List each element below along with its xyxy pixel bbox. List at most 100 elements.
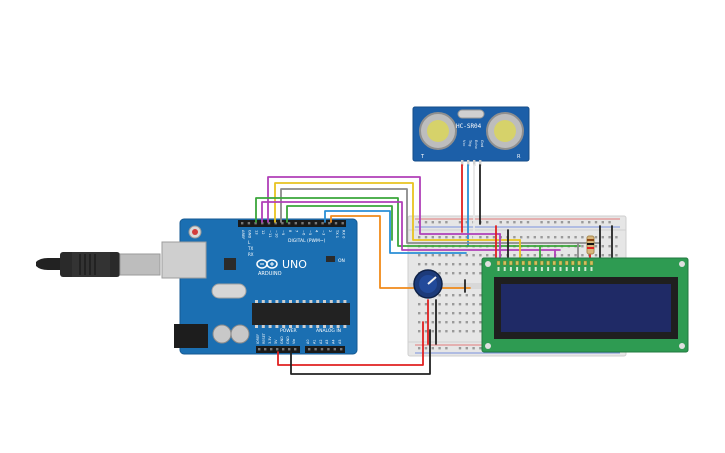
bb-hole <box>438 294 441 297</box>
lcd-pin[interactable] <box>546 260 550 266</box>
power-pin-socket[interactable] <box>282 348 285 351</box>
digital-pin-socket[interactable] <box>321 222 324 225</box>
digital-pin-socket[interactable] <box>281 222 284 225</box>
digital-pin-label: ~3 <box>321 230 325 235</box>
bb-hole <box>445 294 448 297</box>
analog-pin-socket[interactable] <box>314 348 317 351</box>
wire-yellow[interactable] <box>274 182 521 241</box>
sensor-pin[interactable] <box>479 160 482 166</box>
bb-hole <box>452 263 455 266</box>
lcd-pin-mark <box>503 267 506 271</box>
sensor-pin[interactable] <box>473 160 476 166</box>
digital-pin-socket[interactable] <box>254 222 257 225</box>
sensor-pin[interactable] <box>461 160 464 166</box>
wire-purple[interactable] <box>267 176 501 235</box>
l-label: L <box>248 240 251 245</box>
power-pin-label: Vin <box>292 339 296 344</box>
digital-pin-socket[interactable] <box>274 222 277 225</box>
digital-pin-socket[interactable] <box>267 222 271 225</box>
bb-rail-hole <box>465 347 468 350</box>
lcd-pin-mark <box>516 267 519 271</box>
power-pin-socket[interactable] <box>276 348 279 351</box>
lcd-pin[interactable] <box>552 260 556 266</box>
bb-hole <box>458 312 462 315</box>
wire-5v[interactable] <box>277 321 424 366</box>
sensor-model: HC-SR04 <box>456 123 482 130</box>
bb-hole <box>479 330 482 333</box>
lcd-pin[interactable] <box>589 260 594 266</box>
chip-pin <box>316 325 320 328</box>
lcd-pin[interactable] <box>565 260 569 266</box>
analog-pin-socket[interactable] <box>340 348 343 351</box>
power-pin-socket[interactable] <box>258 348 261 351</box>
lcd-pin[interactable] <box>521 260 525 266</box>
bb-rail-hole <box>567 221 570 224</box>
digital-pin-socket[interactable] <box>341 222 344 225</box>
chip-pin <box>316 300 320 303</box>
lcd-pin[interactable] <box>515 260 519 266</box>
bb-rail-hole <box>445 347 448 350</box>
lcd-pin-mark <box>540 267 543 271</box>
wire-blue[interactable] <box>324 210 467 254</box>
wire-green[interactable] <box>255 197 581 247</box>
lcd-pin[interactable] <box>534 260 538 266</box>
model-label: UNO <box>282 258 307 271</box>
lcd-pin[interactable] <box>503 260 507 266</box>
digital-pin-label: ~6 <box>301 230 305 236</box>
lcd-display[interactable] <box>481 257 689 353</box>
lcd-pin[interactable] <box>571 260 575 266</box>
power-pin-label: RESET <box>262 332 266 344</box>
digital-pin-socket[interactable] <box>241 222 244 225</box>
digital-pin-socket[interactable] <box>261 222 264 225</box>
lcd-pin[interactable] <box>496 260 501 266</box>
power-pin-label: GND <box>286 336 290 344</box>
digital-pin-socket[interactable] <box>328 222 331 225</box>
analog-pin-socket[interactable] <box>333 348 336 351</box>
digital-pin-socket[interactable] <box>308 222 311 225</box>
wire-green-2[interactable] <box>286 205 393 241</box>
digital-pin-label: 4 <box>315 230 319 233</box>
lcd-pin[interactable] <box>583 260 587 266</box>
bb-hole <box>438 263 441 266</box>
lcd-pin[interactable] <box>577 260 581 266</box>
bb-hole <box>492 254 496 257</box>
bb-rail-hole <box>472 347 475 350</box>
analog-pin-socket[interactable] <box>320 348 324 351</box>
wire-gray[interactable] <box>280 188 601 244</box>
power-pin-socket[interactable] <box>270 348 273 351</box>
lcd-pin[interactable] <box>558 260 563 266</box>
digital-pin-label: RX 0 <box>342 230 346 239</box>
digital-pin-socket[interactable] <box>301 222 304 225</box>
power-pin-socket[interactable] <box>294 348 297 351</box>
digital-pin-socket[interactable] <box>287 222 291 225</box>
wire-gnd[interactable] <box>290 329 431 375</box>
lcd-pin[interactable] <box>509 260 513 266</box>
analog-pin-socket[interactable] <box>327 348 330 351</box>
bb-rail-hole <box>465 221 468 224</box>
bb-hole <box>438 312 441 315</box>
digital-header <box>238 220 346 227</box>
power-pin-label: 3.3V <box>268 336 272 344</box>
resistor <box>586 235 595 255</box>
lcd-pin[interactable] <box>527 260 532 266</box>
power-pin-socket[interactable] <box>288 348 291 351</box>
sensor-pin[interactable] <box>467 160 470 166</box>
digital-pin-socket[interactable] <box>294 222 297 225</box>
analog-pin-socket[interactable] <box>308 348 311 351</box>
wire-orange[interactable] <box>330 215 471 289</box>
bb-hole <box>452 303 455 306</box>
lcd-pin-mark <box>509 267 512 271</box>
digital-pin-socket[interactable] <box>314 222 318 225</box>
wire-purple-2[interactable] <box>261 201 561 251</box>
analog-pin-label: A2 <box>319 340 323 344</box>
sensor-pin-label: Vcc <box>462 140 466 146</box>
digital-pin-socket[interactable] <box>247 222 251 225</box>
chip-pins <box>255 300 347 328</box>
power-pin-socket[interactable] <box>264 348 267 351</box>
lcd-pin[interactable] <box>540 260 544 266</box>
digital-pin-socket[interactable] <box>334 222 338 225</box>
potentiometer[interactable] <box>413 269 443 299</box>
